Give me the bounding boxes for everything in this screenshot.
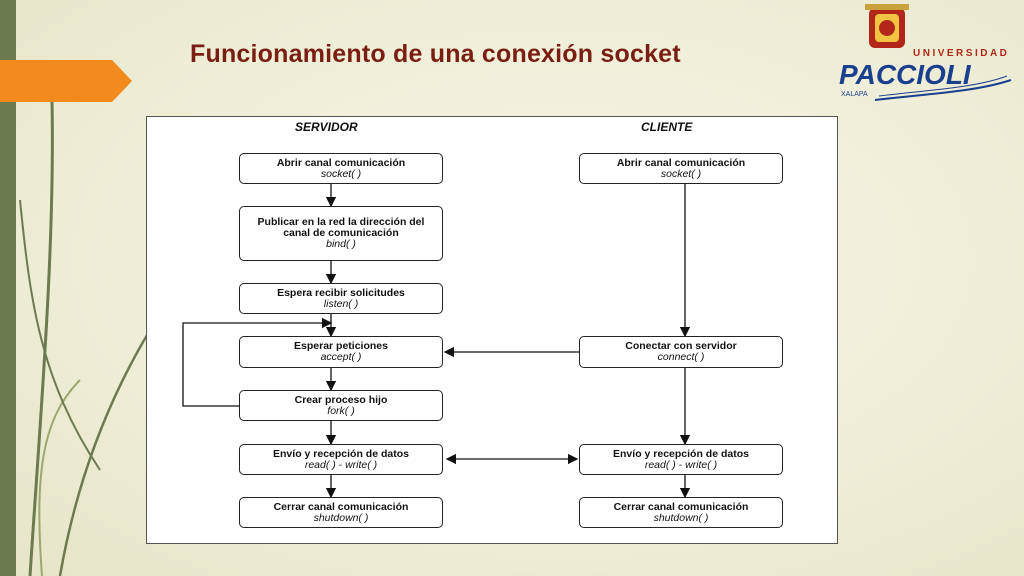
client-step-shutdown: Cerrar canal comunicación shutdown( ) bbox=[579, 497, 783, 528]
server-step-accept: Esperar peticiones accept( ) bbox=[239, 336, 443, 368]
server-step-read-write: Envío y recepción de datos read( ) - wri… bbox=[239, 444, 443, 475]
server-step-bind: Publicar en la red la dirección del cana… bbox=[239, 206, 443, 261]
svg-text:XALAPA: XALAPA bbox=[841, 91, 868, 98]
decorative-leaves bbox=[19, 99, 152, 576]
client-step-read-write: Envío y recepción de datos read( ) - wri… bbox=[579, 444, 783, 475]
client-step-socket: Abrir canal comunicación socket( ) bbox=[579, 153, 783, 184]
server-column-header: SERVIDOR bbox=[295, 120, 358, 134]
server-step-socket: Abrir canal comunicación socket( ) bbox=[239, 153, 443, 184]
university-logo: UNIVERSIDAD PACCIOLI XALAPA bbox=[835, 4, 1015, 104]
socket-flow-diagram: SERVIDOR CLIENTE Abrir canal comunicació… bbox=[146, 116, 838, 544]
slide-title: Funcionamiento de una conexión socket bbox=[190, 40, 681, 68]
left-decorative-band bbox=[0, 0, 16, 576]
server-step-listen: Espera recibir solicitudes listen( ) bbox=[239, 283, 443, 314]
svg-text:UNIVERSIDAD: UNIVERSIDAD bbox=[913, 48, 1009, 59]
server-step-fork: Crear proceso hijo fork( ) bbox=[239, 390, 443, 421]
client-column-header: CLIENTE bbox=[641, 120, 693, 134]
title-accent-tab bbox=[0, 60, 132, 102]
shield-icon bbox=[865, 4, 909, 48]
svg-text:PACCIOLI: PACCIOLI bbox=[839, 59, 972, 90]
server-step-shutdown: Cerrar canal comunicación shutdown( ) bbox=[239, 497, 443, 528]
client-step-connect: Conectar con servidor connect( ) bbox=[579, 336, 783, 368]
diagram-connectors bbox=[182, 184, 691, 499]
